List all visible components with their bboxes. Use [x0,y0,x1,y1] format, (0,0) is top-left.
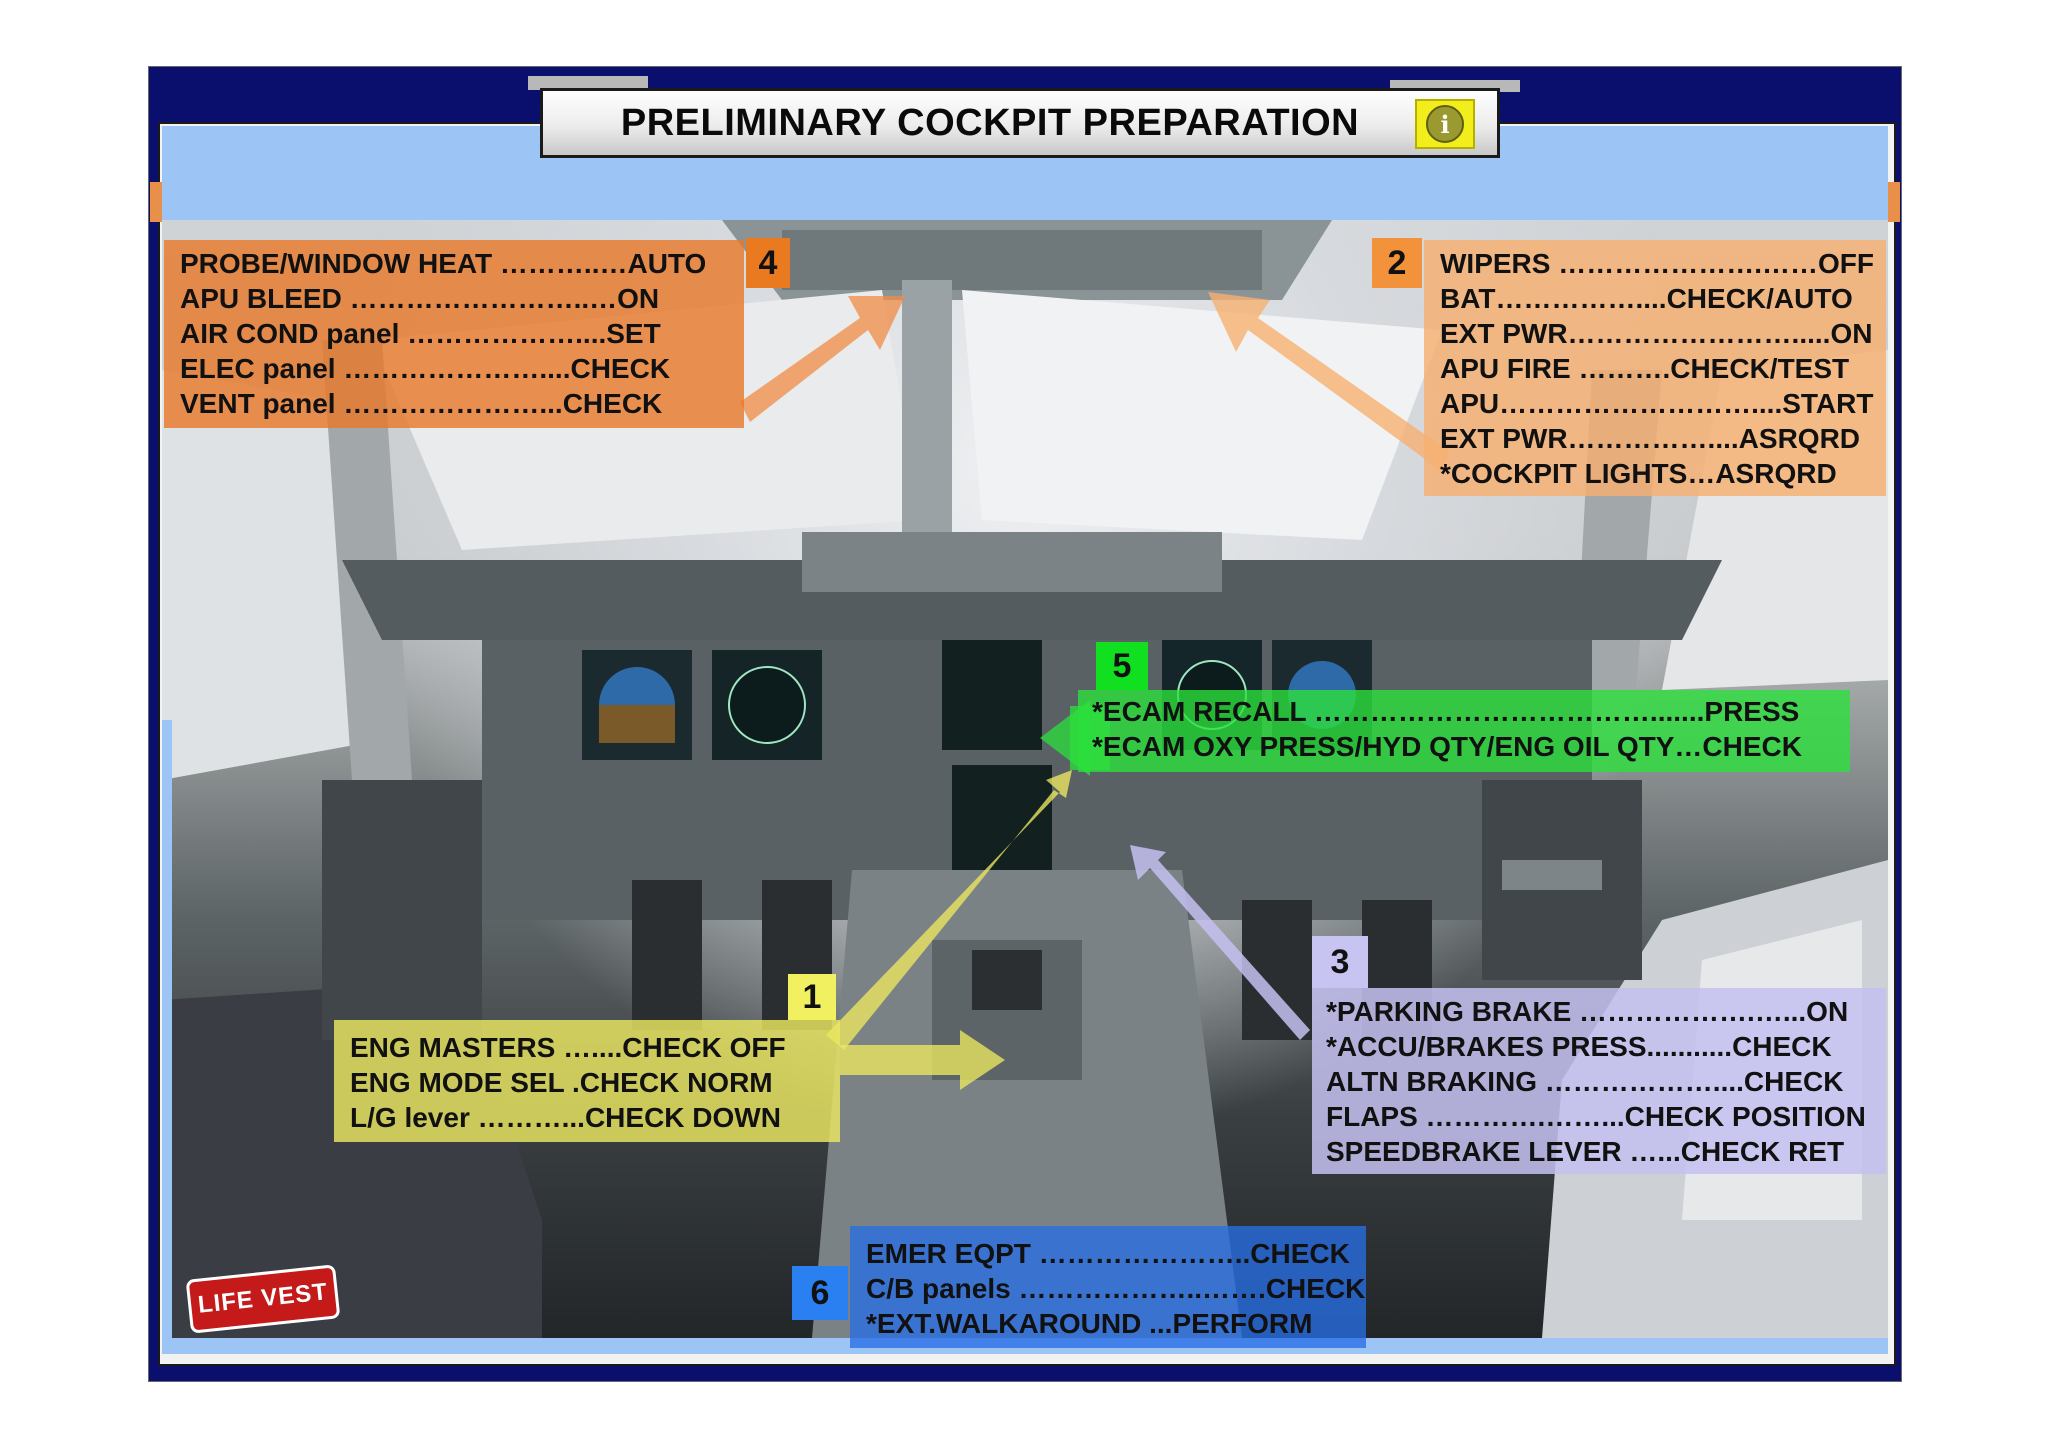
area3-number: 3 [1312,936,1368,988]
area2-line: WIPERS ………………….……OFF [1440,248,1874,279]
area4-number: 4 [746,238,790,288]
area2-line: BAT……………....CHECK/AUTO [1440,283,1853,314]
area2-panel: WIPERS ………………….……OFF BAT……………....CHECK/A… [1424,240,1886,496]
area4-line: ELEC panel …………………....CHECK [180,353,671,384]
area3-line: *ACCU/BRAKES PRESS...........CHECK [1326,1031,1832,1062]
area3-line: ALTN BRAKING ………………....CHECK [1326,1066,1844,1097]
photo-edge-left [162,720,172,1340]
area4-line: VENT panel …………………...CHECK [180,388,663,419]
area2-number: 2 [1372,238,1422,288]
info-icon: i [1426,105,1464,143]
area2-line: *COCKPIT LIGHTS…ASRQRD [1440,458,1837,489]
area2-line: APU………………………....START [1440,388,1874,419]
title-box: PRELIMINARY COCKPIT PREPARATION i [540,88,1500,158]
area5-line: *ECAM OXY PRESS/HYD QTY/ENG OIL QTY…CHEC… [1092,731,1802,762]
area6-line: EMER EQPT …………………..CHECK [866,1238,1350,1269]
area5-number: 5 [1096,642,1148,690]
area6-panel: EMER EQPT …………………..CHECK C/B panels …………… [850,1226,1366,1348]
area3-panel: *PARKING BRAKE ……………….…...ON *ACCU/BRAKE… [1312,988,1886,1174]
area4-line: AIR COND panel ………………....SET [180,318,661,349]
area3-line: *PARKING BRAKE ……………….…...ON [1326,996,1849,1027]
area3-line: SPEEDBRAKE LEVER …...CHECK RET [1326,1136,1845,1167]
area3-line: FLAPS ………….……...CHECK POSITION [1326,1101,1866,1132]
page-title: PRELIMINARY COCKPIT PREPARATION [620,101,1360,144]
orange-edge-left [150,182,162,222]
area6-line: C/B panels ………………..…….CHECK [866,1273,1366,1304]
area1-line: ENG MASTERS …....CHECK OFF [350,1032,786,1063]
life-vest-label: LIFE VEST [196,1278,330,1319]
area4-panel: PROBE/WINDOW HEAT ………..…AUTO APU BLEED …… [164,240,744,428]
area6-number: 6 [792,1266,848,1320]
orange-edge-right [1888,182,1900,222]
area1-panel: ENG MASTERS …....CHECK OFF ENG MODE SEL … [334,1020,840,1142]
info-button[interactable]: i [1415,99,1475,149]
area1-line: L/G lever ………...CHECK DOWN [350,1102,781,1133]
area4-line: APU BLEED ……………………..…ON [180,283,660,314]
area5-line: *ECAM RECALL ……………………………….......PRESS [1092,696,1800,727]
area2-line: EXT PWR…………………….....ON [1440,318,1873,349]
area2-line: EXT PWR……………....ASRQRD [1440,423,1861,454]
area4-line: PROBE/WINDOW HEAT ………..…AUTO [180,248,707,279]
title-tab-left [528,76,648,90]
area6-line: *EXT.WALKAROUND ...PERFORM [866,1308,1313,1339]
area2-line: APU FIRE ……….CHECK/TEST [1440,353,1850,384]
area5-panel: *ECAM RECALL ……………………………….......PRESS *E… [1078,690,1850,772]
area1-number: 1 [788,974,836,1020]
area1-line: ENG MODE SEL .CHECK NORM [350,1067,773,1098]
